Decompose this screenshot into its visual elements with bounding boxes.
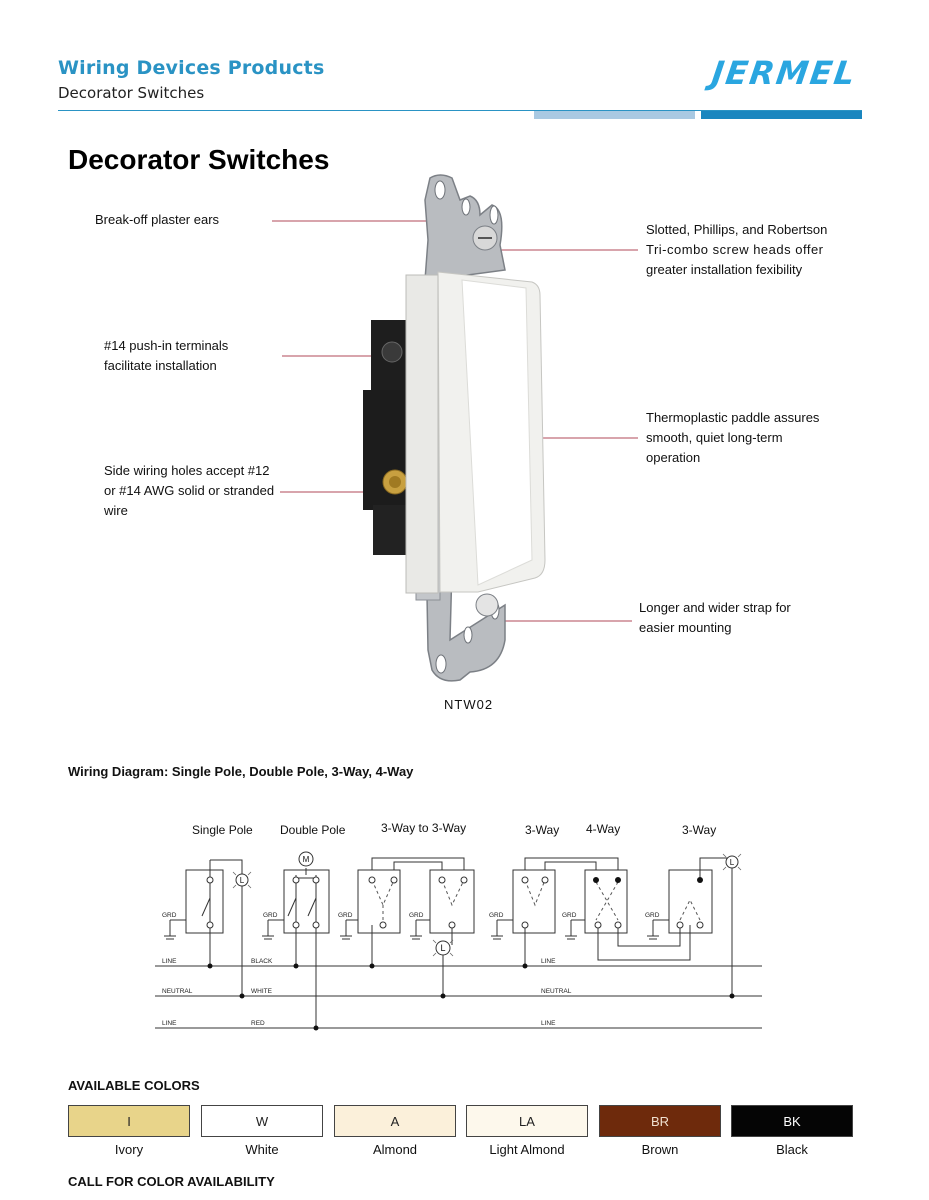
callout-line: operation [646, 450, 701, 465]
callout-plaster-ears: Break-off plaster ears [95, 212, 220, 227]
color-name: White [245, 1142, 279, 1157]
color-name: Light Almond [489, 1142, 565, 1157]
wiring-diagram-title: Wiring Diagram: Single Pole, Double Pole… [68, 764, 414, 779]
label-single-pole: Single Pole [192, 823, 253, 837]
callout-line: Tri-combo screw heads offer [646, 242, 824, 257]
bus-label-white: WHITE [251, 988, 273, 995]
callout-line: smooth, quiet long-term [646, 430, 783, 445]
label-3way-b: 3-Way [682, 823, 716, 837]
grd-label: GRD [409, 912, 424, 919]
bus-label-line: LINE [162, 1020, 177, 1027]
callout-screw-heads: Slotted, Phillips, and Robertson Tri-com… [646, 220, 846, 280]
bus-label-line: LINE [541, 958, 556, 965]
thermoplastic-paddle [405, 271, 546, 594]
color-swatch: LA [466, 1105, 588, 1137]
color-swatch: BR [599, 1105, 721, 1137]
color-name: Ivory [114, 1142, 144, 1157]
header-category: Wiring Devices Products [58, 57, 325, 79]
bus-label-black: BLACK [251, 958, 273, 965]
callout-line: or #14 AWG solid or stranded [104, 483, 275, 498]
color-name: Almond [372, 1142, 418, 1157]
callout-push-in-terminals: #14 push-in terminals facilitate install… [104, 336, 228, 376]
motor-label: M [303, 855, 310, 864]
model-number: NTW02 [444, 697, 494, 712]
callout-line: Thermoplastic paddle assures [646, 410, 820, 425]
color-name: Black [776, 1142, 808, 1157]
available-colors-title: AVAILABLE COLORS [68, 1078, 200, 1093]
bus-label-line: LINE [541, 1020, 556, 1027]
bus-label-neutral: NEUTRAL [541, 988, 572, 995]
color-availability-note: CALL FOR COLOR AVAILABILITY [68, 1174, 275, 1189]
header-accent-bar-light [534, 111, 695, 119]
callout-line: facilitate installation [104, 358, 217, 373]
lamp-label: L [240, 876, 245, 885]
color-swatch: BK [731, 1105, 853, 1137]
grd-label: GRD [645, 912, 660, 919]
callout-side-wiring: Side wiring holes accept #12 or #14 AWG … [104, 461, 274, 521]
header-accent-bar-dark [701, 111, 862, 119]
callout-line: Longer and wider strap for [639, 600, 791, 615]
grd-label: GRD [338, 912, 353, 919]
grd-label: GRD [489, 912, 504, 919]
color-name: Brown [641, 1142, 679, 1157]
label-4way: 4-Way [586, 822, 620, 836]
color-swatch: W [201, 1105, 323, 1137]
callout-line: Side wiring holes accept #12 [104, 463, 270, 478]
grd-label: GRD [562, 912, 577, 919]
bus-label-line: LINE [162, 958, 177, 965]
callout-strap: Longer and wider strap for easier mounti… [639, 598, 791, 638]
callout-line: Slotted, Phillips, and Robertson [646, 222, 828, 237]
callout-line: #14 push-in terminals [104, 338, 229, 353]
bus-label-neutral: NEUTRAL [162, 988, 193, 995]
switch-illustration [272, 174, 638, 682]
color-swatch: I [68, 1105, 190, 1137]
color-swatch: A [334, 1105, 456, 1137]
callout-line: easier mounting [639, 620, 732, 635]
page-title: Decorator Switches [68, 144, 330, 175]
lamp-label: L [730, 858, 735, 867]
bus-label-red: RED [251, 1020, 265, 1027]
grd-label: GRD [162, 912, 177, 919]
grd-label: GRD [263, 912, 278, 919]
callout-line: wire [104, 503, 128, 518]
label-double-pole: Double Pole [280, 823, 346, 837]
callout-line: greater installation fexibility [646, 262, 803, 277]
header-subcategory: Decorator Switches [58, 84, 205, 102]
label-3way-to-3way: 3-Way to 3-Way [381, 821, 466, 835]
lamp-label: L [440, 943, 445, 953]
header-divider [58, 110, 862, 111]
label-3way-a: 3-Way [525, 823, 559, 837]
callout-paddle: Thermoplastic paddle assures smooth, qui… [646, 408, 846, 468]
